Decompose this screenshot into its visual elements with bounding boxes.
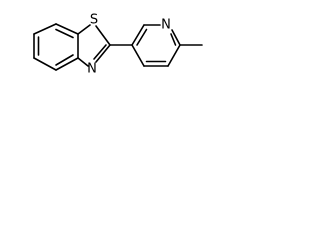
bond <box>77 57 89 67</box>
bond <box>95 25 111 46</box>
bond <box>33 57 57 71</box>
bond <box>33 23 57 35</box>
bond <box>55 57 79 71</box>
double-bond-inner <box>55 28 74 39</box>
thiazole-nitrogen-atom-label: N <box>87 62 97 77</box>
pyridine-ring <box>131 24 181 67</box>
bond <box>55 23 79 35</box>
bond <box>131 44 145 67</box>
benzene-ring <box>33 23 79 71</box>
double-bond-inner <box>55 54 74 66</box>
double-bond-inner <box>170 33 177 46</box>
bond <box>167 44 181 67</box>
bond <box>95 44 111 63</box>
molecule-structure: S N N <box>33 13 203 77</box>
sulfur-atom-label: S <box>90 13 98 28</box>
bond <box>131 24 145 46</box>
bond <box>171 29 181 46</box>
double-bond-inner <box>136 28 148 46</box>
bond <box>77 24 91 35</box>
double-bond-inner <box>93 44 107 60</box>
thiazole-ring <box>77 24 111 67</box>
pyridine-nitrogen-atom-label: N <box>161 18 171 33</box>
